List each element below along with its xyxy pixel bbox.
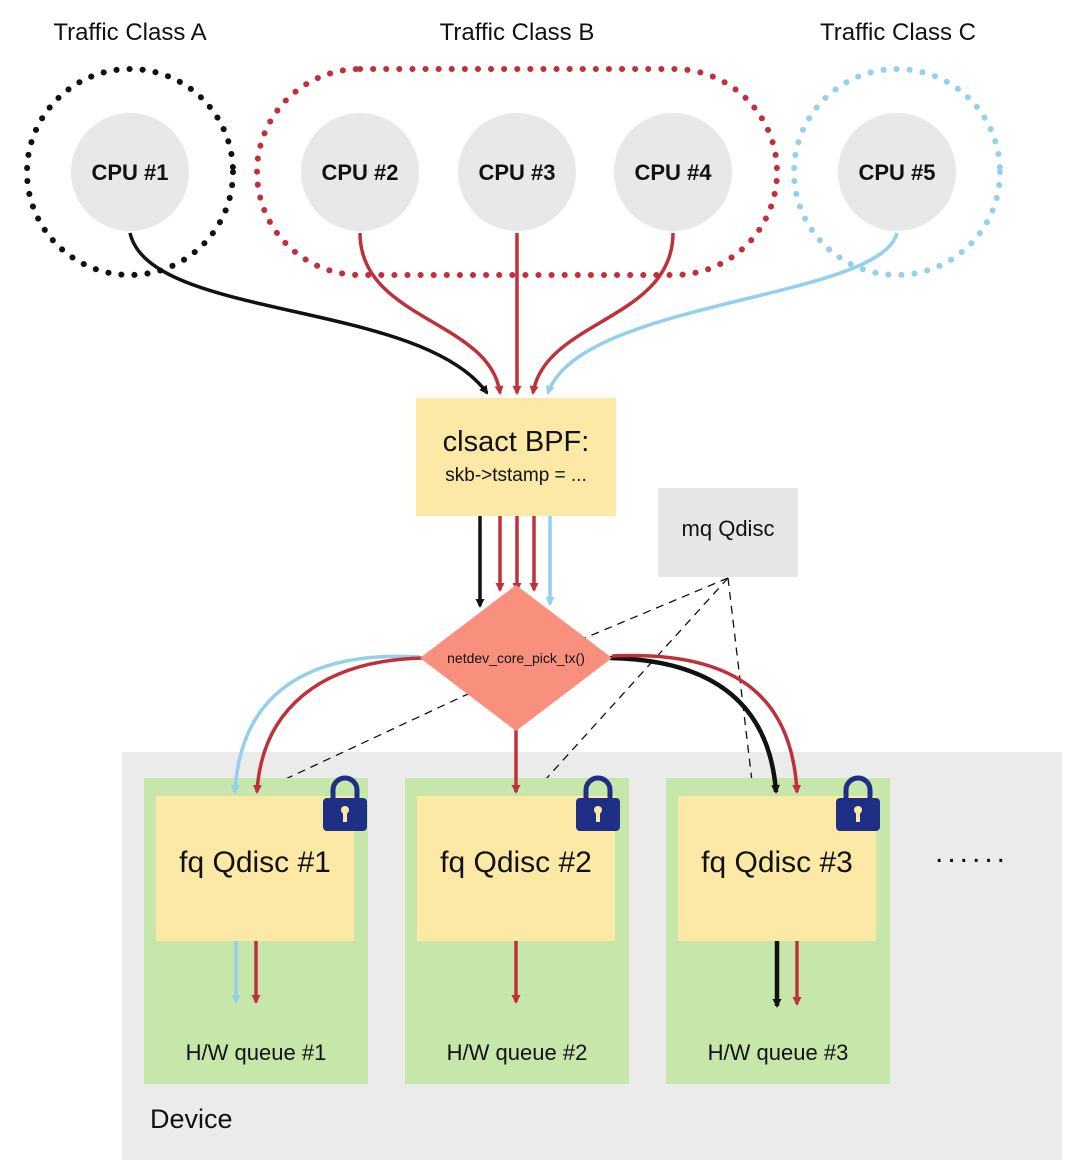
more-queues-ellipsis: ...... xyxy=(935,836,1009,869)
cpu-5-to-clsact-arrow xyxy=(546,232,899,395)
cpu-4-node xyxy=(614,113,732,231)
cpu-2-to-clsact-arrow xyxy=(358,232,504,395)
fq-qdisc-1-label: fq Qdisc #1 xyxy=(179,846,331,879)
fq-qdisc-3-label: fq Qdisc #3 xyxy=(701,846,853,879)
mq-pointer-to-pick xyxy=(579,577,729,641)
traffic-class-c-group xyxy=(791,66,1003,278)
device-label: Device xyxy=(150,1104,233,1134)
clsact-bpf-title: clsact BPF: xyxy=(443,426,590,458)
mq-qdisc-box xyxy=(658,488,798,577)
clsact-bpf-code: skb->tstamp = ... xyxy=(445,465,587,486)
cpu-2-label: CPU #2 xyxy=(321,160,398,185)
padlock-icon xyxy=(576,775,620,831)
mq-pointer-to-qdisc-3 xyxy=(727,577,757,792)
pick-to-qdisc-3-black-arrow xyxy=(609,655,780,794)
mq-pointer-to-qdisc-1 xyxy=(260,692,471,792)
cpu-3-label: CPU #3 xyxy=(478,160,555,185)
cpu-5-label: CPU #5 xyxy=(858,160,935,185)
pick-to-qdisc-3-red-arrow xyxy=(611,653,802,794)
padlock-icon xyxy=(323,775,367,831)
traffic-class-a-label: Traffic Class A xyxy=(53,19,206,46)
cpu-5-node xyxy=(838,113,956,231)
pick-tx-label: netdev_core_pick_tx() xyxy=(447,650,585,666)
fq-qdisc-2-label: fq Qdisc #2 xyxy=(440,846,592,879)
hw-queue-3-label: H/W queue #3 xyxy=(708,1040,849,1065)
cpu-1-label: CPU #1 xyxy=(91,160,168,185)
pick-to-qdisc-1-red-arrow xyxy=(252,656,425,794)
pick-to-qdisc-1-blue-arrow xyxy=(230,654,421,794)
hw-queue-1-label: H/W queue #1 xyxy=(186,1040,327,1065)
pick-tx-diamond xyxy=(420,585,612,731)
hw-queue-2-label: H/W queue #2 xyxy=(447,1040,588,1065)
cpu-3-node xyxy=(458,113,576,231)
traffic-class-c-label: Traffic Class C xyxy=(820,19,976,46)
traffic-class-b-label: Traffic Class B xyxy=(440,19,595,46)
cpu-2-node xyxy=(301,113,419,231)
traffic-class-a-group xyxy=(24,66,236,278)
cpu-4-label: CPU #4 xyxy=(634,160,712,185)
cpu-1-to-clsact-arrow xyxy=(128,232,489,395)
traffic-class-b-group xyxy=(254,66,780,278)
fq-qdisc-1-box xyxy=(156,796,354,941)
cpu-1-node xyxy=(71,113,189,231)
mq-pointer-to-qdisc-2 xyxy=(534,577,729,792)
clsact-bpf-box xyxy=(416,398,616,516)
padlock-icon xyxy=(836,775,880,831)
cpu-4-to-clsact-arrow xyxy=(529,232,675,395)
mq-qdisc-label: mq Qdisc xyxy=(682,516,775,541)
